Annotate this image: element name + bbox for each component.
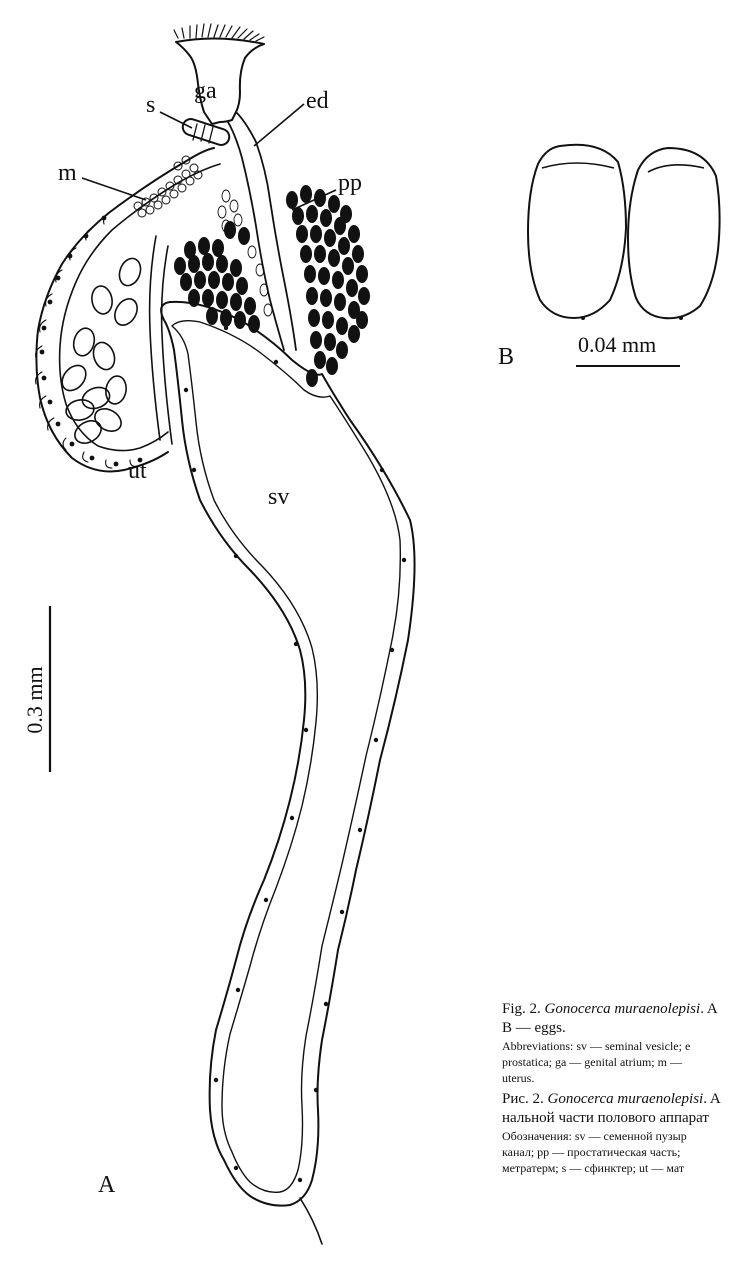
scale-bar-b: 0.04 mm	[576, 332, 680, 366]
uterus-wall	[36, 148, 214, 472]
caption-en-title: Fig. 2. Gonocerca muraenolepisi. A	[502, 1000, 744, 1019]
leader-m	[82, 178, 146, 200]
caption-ru-line2: нальной части полового аппарат	[502, 1109, 744, 1128]
scale-bar-a-label: 0.3 mm	[22, 666, 47, 733]
seminal-vesicle	[161, 302, 414, 1206]
scale-bar-b-label: 0.04 mm	[578, 332, 656, 357]
uterine-eggs	[57, 255, 144, 447]
caption-en-line2: B — eggs.	[502, 1019, 744, 1038]
label-ed: ed	[306, 88, 329, 114]
uterus-duct	[150, 236, 160, 440]
caption-ru-title: Рис. 2. Gonocerca muraenolepisi. A	[502, 1090, 744, 1109]
label-pp: pp	[338, 170, 362, 196]
egg-2	[628, 148, 720, 318]
caption-en-abbr-1: Abbreviations: sv — seminal vesicle; e	[502, 1038, 744, 1054]
caption-ru-abbr-2: канал; pp — простатическая часть;	[502, 1144, 744, 1160]
panel-a-drawing	[36, 24, 415, 1244]
figure-caption: Fig. 2. Gonocerca muraenolepisi. A B — e…	[502, 1000, 744, 1176]
label-s: s	[146, 92, 155, 118]
uterus-wall-cells	[40, 216, 143, 467]
caption-en-abbr-2: prostatica; ga — genital atrium; m —	[502, 1054, 744, 1070]
label-ga: ga	[194, 78, 217, 104]
label-panel-b: B	[498, 344, 514, 370]
leader-ed	[254, 104, 304, 146]
caption-ru-abbr-3: метратерм; s — сфинктер; ut — мат	[502, 1160, 744, 1176]
caption-en-abbr-3: uterus.	[502, 1070, 744, 1086]
egg-1	[528, 145, 626, 318]
label-sv: sv	[268, 484, 289, 510]
genital-atrium	[176, 38, 264, 124]
panel-b-eggs	[528, 145, 720, 320]
label-panel-a: A	[98, 1172, 116, 1198]
caption-ru-abbr-1: Обозначения: sv — семенной пузыр	[502, 1128, 744, 1144]
label-m: m	[58, 160, 77, 186]
tail	[300, 1198, 322, 1244]
label-ut: ut	[128, 458, 147, 484]
scale-bar-a: 0.3 mm	[22, 606, 50, 772]
